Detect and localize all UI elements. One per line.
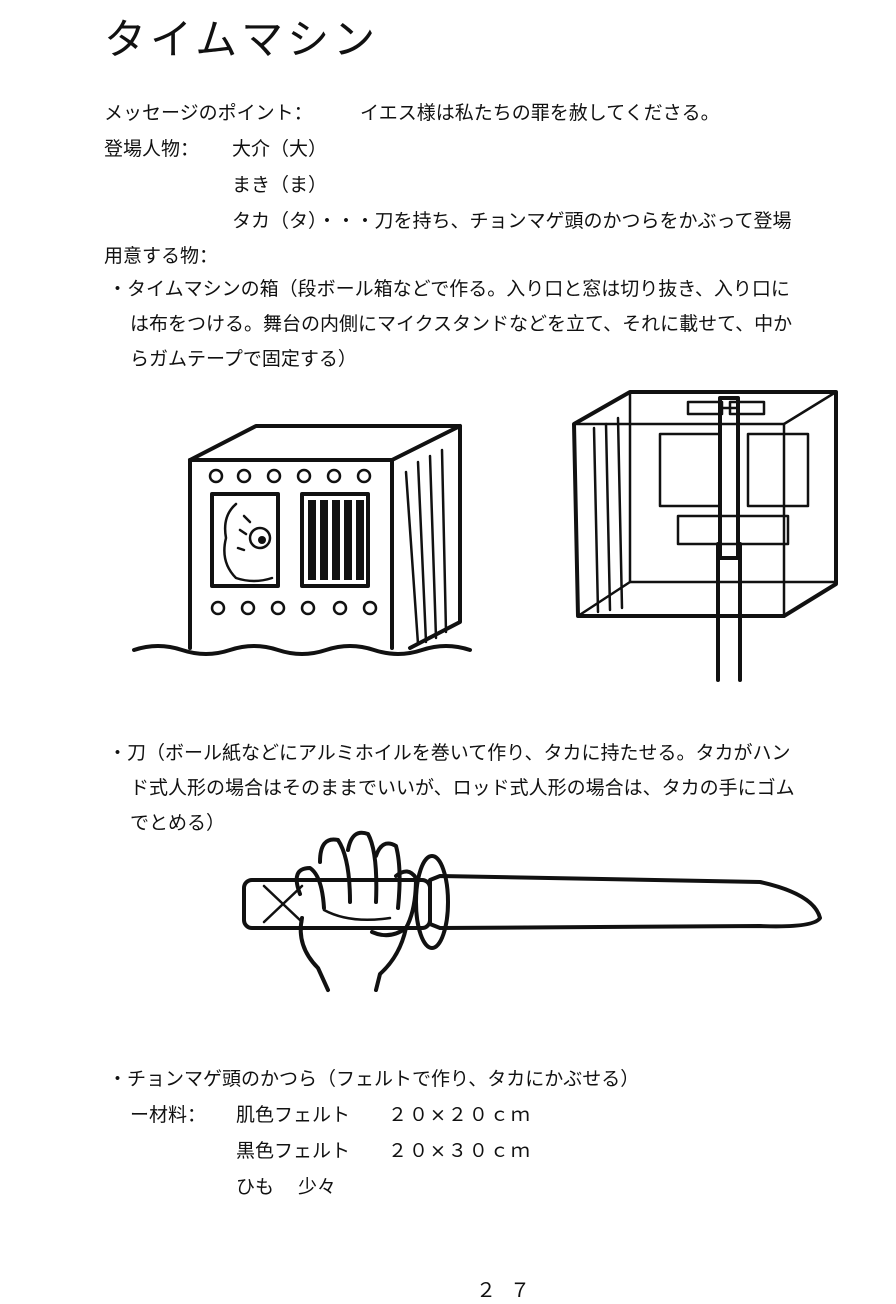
materials-label: ー材料： xyxy=(130,1104,207,1126)
characters-label: 登場人物： xyxy=(104,138,200,160)
prop-item-time-machine: ・タイムマシンの箱（段ボール箱などで作る。入り口と窓は切り抜き、入り口に は布を… xyxy=(108,272,792,377)
props-label: 用意する物： xyxy=(104,245,219,267)
time-machine-box-front-illustration xyxy=(132,424,472,656)
character-item: タカ（タ）・・・刀を持ち、チョンマゲ頭のかつらをかぶって登場 xyxy=(232,210,792,232)
character-item: まき（ま） xyxy=(232,174,328,196)
material-size: 少々 xyxy=(298,1176,337,1198)
material-name: ひも xyxy=(236,1176,275,1198)
material-size: ２０×２０ｃｍ xyxy=(388,1104,532,1126)
page-title: タイムマシン xyxy=(104,15,380,64)
prop-line: は布をつける。舞台の内側にマイクスタンドなどを立て、それに載せて、中か xyxy=(130,313,793,335)
material-name: 肌色フェルト xyxy=(236,1104,351,1126)
material-size: ２０×３０ｃｍ xyxy=(388,1140,532,1162)
time-machine-box-back-illustration xyxy=(572,390,838,682)
prop-line: ド式人形の場合はそのままでいいが、ロッド式人形の場合は、タカの手にゴム xyxy=(130,777,795,799)
page-number: ２７ xyxy=(476,1278,544,1302)
character-item: 大介（大） xyxy=(232,138,328,160)
material-name: 黒色フェルト xyxy=(236,1140,351,1162)
message-label: メッセージのポイント： xyxy=(104,102,313,124)
prop-line: ・タイムマシンの箱（段ボール箱などで作る。入り口と窓は切り抜き、入り口に xyxy=(108,278,790,300)
prop-line: ・刀（ボール紙などにアルミホイルを巻いて作り、タカに持たせる。タカがハン xyxy=(108,742,791,764)
message-text: イエス様は私たちの罪を赦してくださる。 xyxy=(360,102,720,124)
prop-item-sword: ・刀（ボール紙などにアルミホイルを巻いて作り、タカに持たせる。タカがハン ド式人… xyxy=(108,736,795,841)
prop-line: らガムテープで固定する） xyxy=(130,348,357,370)
prop-item-wig: ・チョンマゲ頭のかつら（フェルトで作り、タカにかぶせる） xyxy=(108,1068,640,1090)
prop-line: でとめる） xyxy=(130,812,226,834)
sword-and-hand-illustration xyxy=(242,830,822,992)
